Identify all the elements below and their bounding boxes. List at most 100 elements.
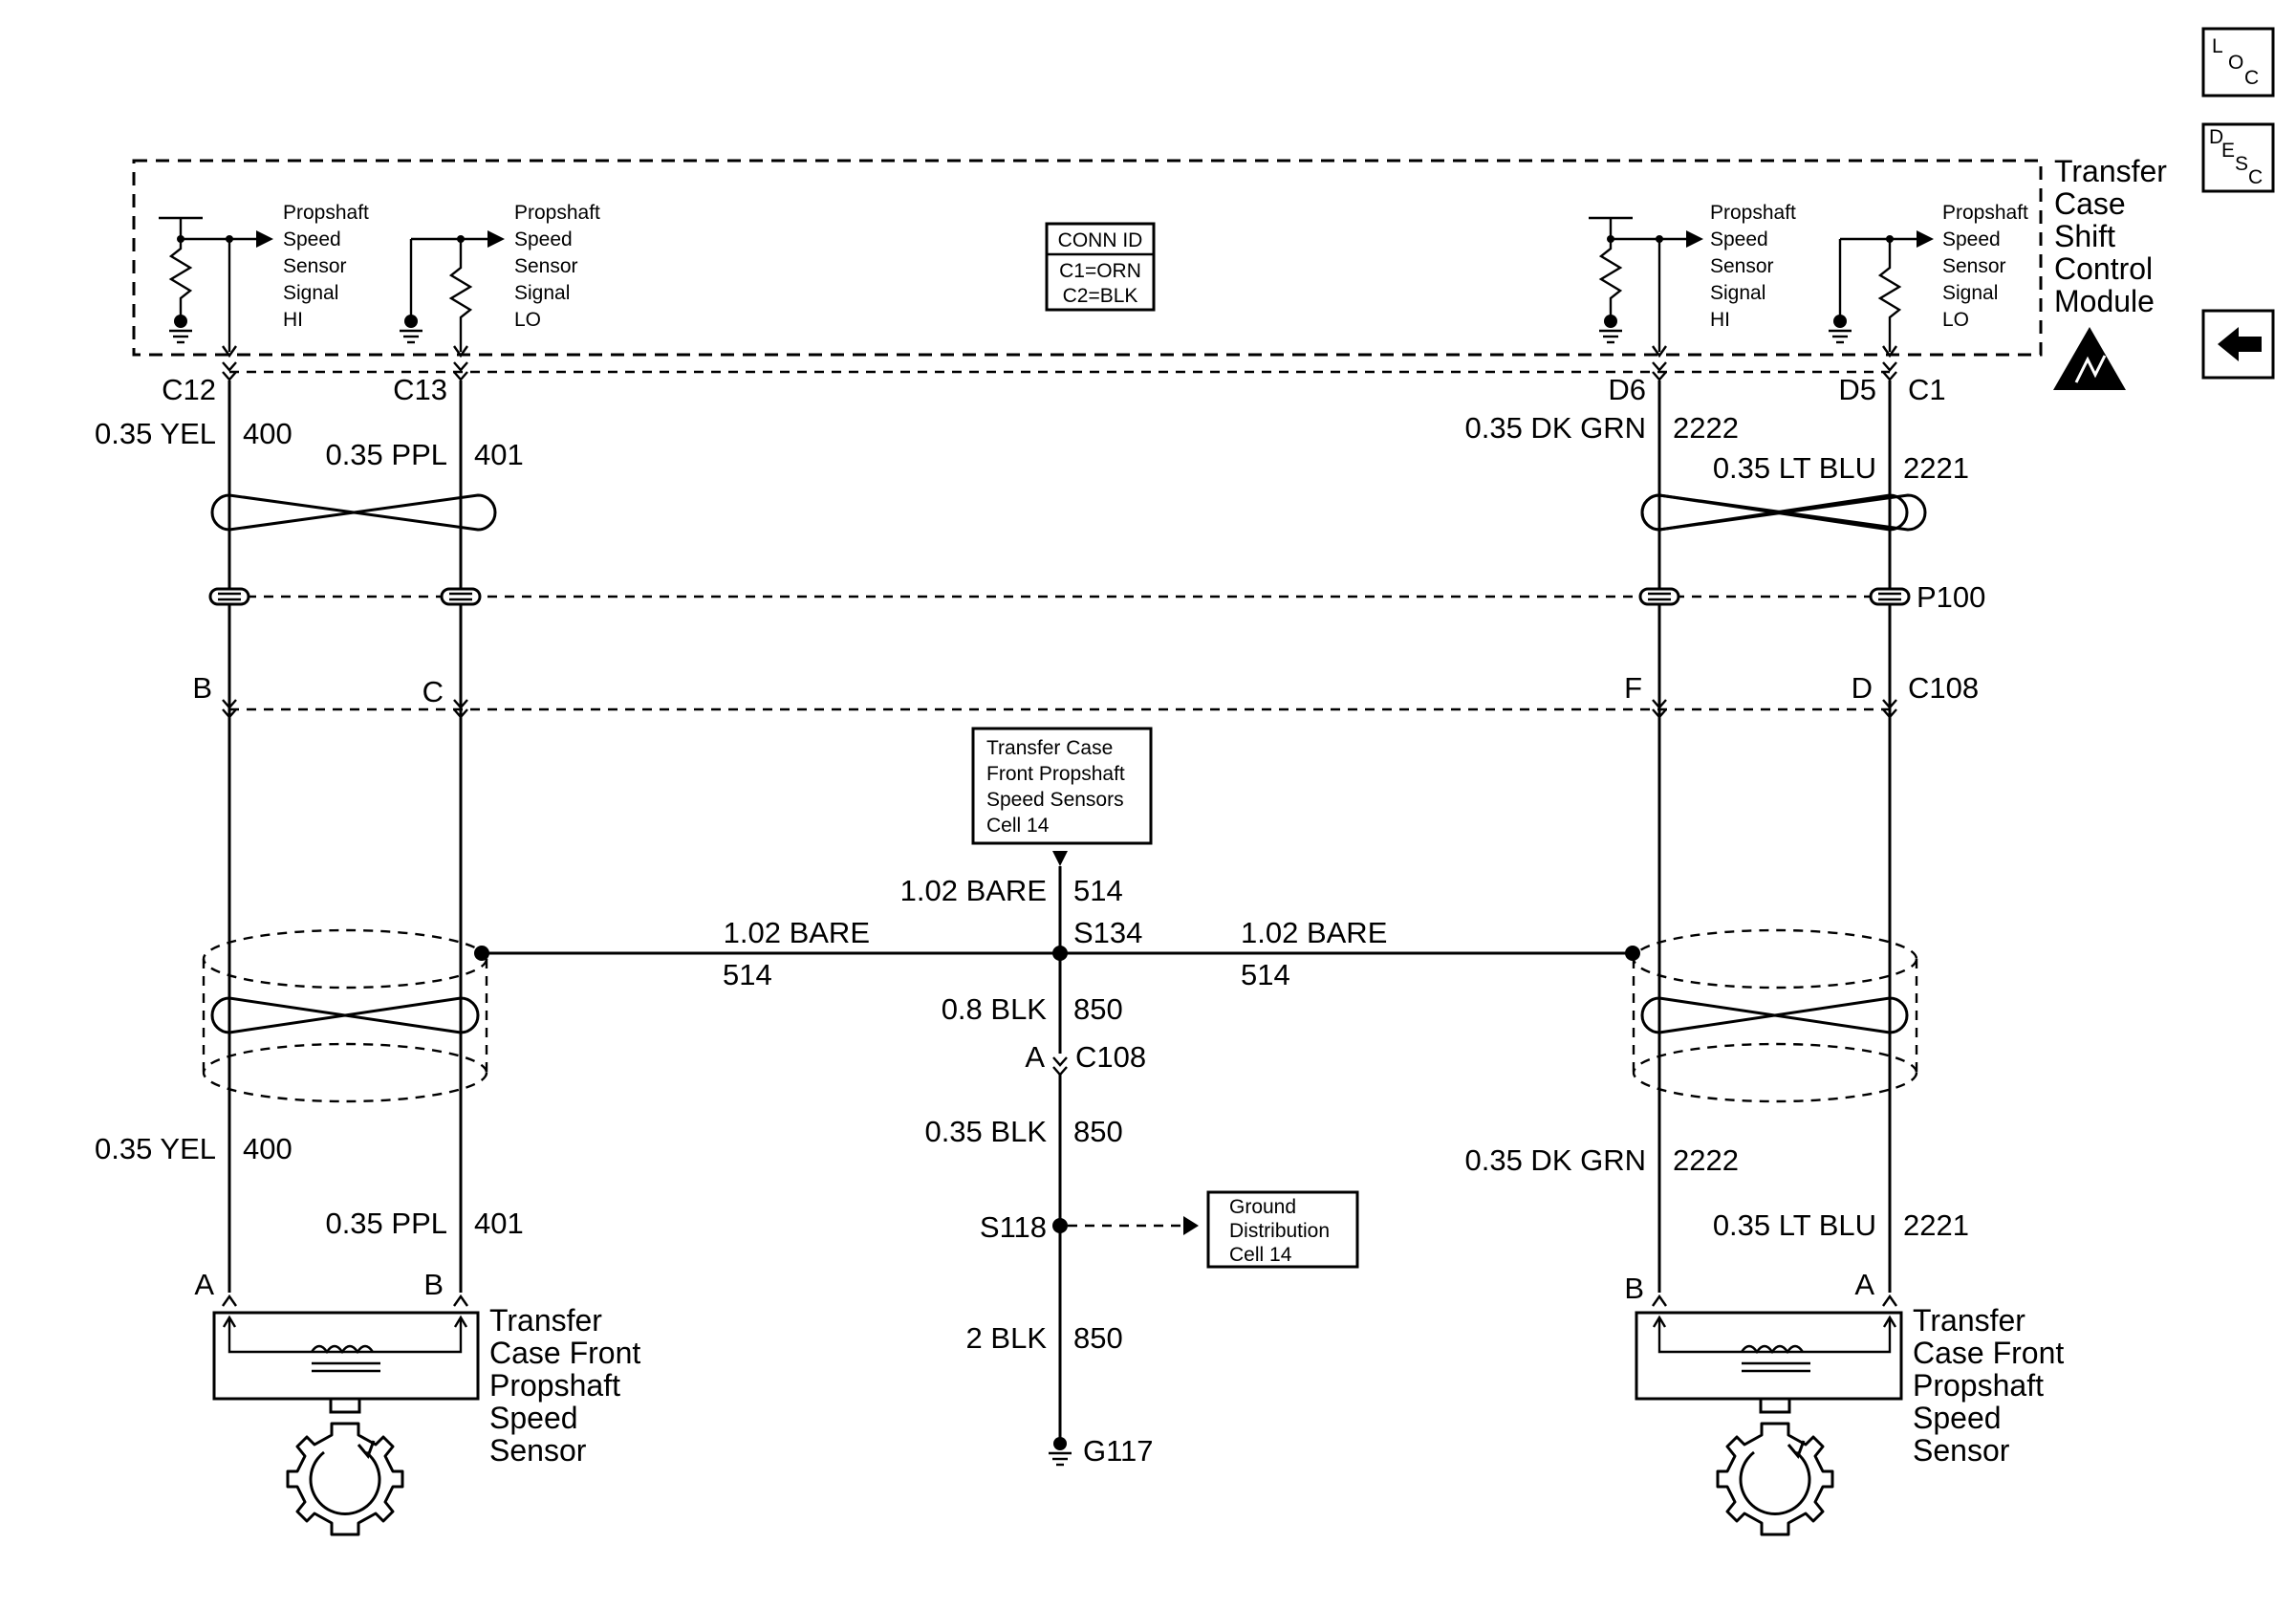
wire-ppl-gauge-upper: 0.35 PPL <box>325 438 447 471</box>
svg-text:HI: HI <box>1710 309 1730 331</box>
loc-icon[interactable]: L O C <box>2201 27 2275 98</box>
pin-c12: C12 <box>162 373 216 406</box>
wire-bare-right-circuit: 514 <box>1241 958 1290 991</box>
svg-text:Ground: Ground <box>1229 1196 1296 1218</box>
svg-text:LO: LO <box>514 309 541 331</box>
wire-blk2-circuit: 850 <box>1073 1321 1123 1355</box>
svg-text:C: C <box>2248 166 2263 188</box>
svg-text:Speed Sensors: Speed Sensors <box>986 789 1124 811</box>
wire-yel-gauge-lower: 0.35 YEL <box>95 1132 216 1165</box>
module-circuit-lo-right: Propshaft Speed Sensor Signal LO <box>1827 202 2028 358</box>
wire-bare-vert-gauge: 1.02 BARE <box>900 874 1047 907</box>
svg-text:Cell 14: Cell 14 <box>986 815 1050 837</box>
sensor-left-label: Transfer Case Front Propshaft Speed Sens… <box>489 1303 640 1468</box>
pin-c-top: C <box>422 675 444 708</box>
wire-ltblu-gauge-lower: 0.35 LT BLU <box>1713 1208 1876 1242</box>
wire-ltblu-circuit-upper: 2221 <box>1903 451 1969 485</box>
svg-text:E: E <box>2221 140 2235 162</box>
speed-sensor-left <box>212 1311 480 1536</box>
reference-arrow <box>1052 851 1068 866</box>
shield-right <box>1632 928 1918 1103</box>
sensor-reference-box[interactable]: Transfer Case Front Propshaft Speed Sens… <box>971 727 1153 845</box>
wire-blk08-circuit: 850 <box>1073 992 1123 1026</box>
pin-d-top: D <box>1852 671 1873 705</box>
svg-text:Signal: Signal <box>1942 282 1998 304</box>
pin-a-right: A <box>1854 1268 1874 1301</box>
sensor-left-pin-a <box>221 1295 238 1308</box>
svg-text:Propshaft: Propshaft <box>514 202 600 224</box>
wire-bare-vert-circuit: 514 <box>1073 874 1123 907</box>
pin-b-left: B <box>423 1268 444 1301</box>
svg-text:Sensor: Sensor <box>1942 255 2006 277</box>
sensor-right-pin-a <box>1881 1295 1898 1308</box>
svg-text:L: L <box>2212 35 2223 57</box>
pin-c1: C1 <box>1908 373 1946 406</box>
shield-junction-right <box>1625 946 1640 961</box>
svg-text:Signal: Signal <box>1710 282 1765 304</box>
svg-text:Speed: Speed <box>1913 1401 2002 1435</box>
splice-s118: S118 <box>980 1210 1047 1244</box>
svg-text:Transfer: Transfer <box>1913 1303 2025 1338</box>
pin-f-top: F <box>1624 671 1642 705</box>
wire-yel-gauge-upper: 0.35 YEL <box>95 417 216 450</box>
back-arrow-icon[interactable] <box>2201 309 2275 380</box>
svg-text:LO: LO <box>1942 309 1969 331</box>
splice-s134: S134 <box>1073 916 1142 949</box>
svg-text:C: C <box>2244 67 2259 89</box>
wire-blk2-gauge: 2 BLK <box>966 1321 1048 1355</box>
wire-dkgrn-circuit-upper: 2222 <box>1673 411 1739 445</box>
desc-icon[interactable]: D E S C <box>2201 122 2275 193</box>
pin-c108-mid: C108 <box>1075 1040 1146 1074</box>
svg-text:Speed: Speed <box>489 1401 578 1435</box>
wire-bare-left-gauge: 1.02 BARE <box>724 916 870 949</box>
svg-text:C1=ORN: C1=ORN <box>1059 260 1141 282</box>
ground-g117: G117 <box>1083 1434 1154 1468</box>
svg-text:O: O <box>2228 52 2243 74</box>
wire-bare-right-gauge: 1.02 BARE <box>1241 916 1387 949</box>
c108-mid-terminal <box>1051 1055 1069 1077</box>
ground-icon <box>1047 1451 1073 1467</box>
svg-text:D: D <box>2209 126 2223 148</box>
svg-text:Transfer: Transfer <box>2054 154 2167 188</box>
sensor-right-label: Transfer Case Front Propshaft Speed Sens… <box>1913 1303 2064 1468</box>
svg-text:Case Front: Case Front <box>1913 1336 2064 1370</box>
svg-text:Front Propshaft: Front Propshaft <box>986 763 1125 785</box>
pin-b-top: B <box>192 671 212 705</box>
ground-distribution-box[interactable]: Ground Distribution Cell 14 <box>1206 1190 1359 1269</box>
sensor-left-pin-b <box>452 1295 469 1308</box>
wire-yel-circuit-lower: 400 <box>243 1132 292 1165</box>
svg-text:Speed: Speed <box>1710 228 1768 250</box>
module-circuit-lo-left: Propshaft Speed Sensor Signal LO <box>398 202 600 358</box>
wire-dkgrn-gauge-lower: 0.35 DK GRN <box>1464 1143 1646 1177</box>
svg-text:Sensor: Sensor <box>489 1433 587 1468</box>
shield-left <box>202 928 488 1103</box>
svg-text:Case: Case <box>2054 186 2126 221</box>
svg-text:Propshaft: Propshaft <box>1913 1368 2044 1403</box>
module-circuit-hi-left: Propshaft Speed Sensor Signal HI <box>159 202 369 358</box>
svg-text:Cell 14: Cell 14 <box>1229 1244 1292 1266</box>
wire-ltblu-circuit-lower: 2221 <box>1903 1208 1969 1242</box>
pin-c13: C13 <box>393 373 447 406</box>
conn-id-box: CONN ID C1=ORN C2=BLK <box>1045 222 1156 312</box>
wire-ppl-gauge-lower: 0.35 PPL <box>325 1207 447 1240</box>
module-boundary <box>132 159 2043 357</box>
svg-text:Module: Module <box>2054 284 2155 318</box>
wire-blk08-gauge: 0.8 BLK <box>942 992 1048 1026</box>
svg-text:Case Front: Case Front <box>489 1336 640 1370</box>
speed-sensor-right <box>1635 1311 1903 1536</box>
ground-g117-dot <box>1053 1437 1067 1450</box>
wire-ppl-circuit-lower: 401 <box>474 1207 524 1240</box>
svg-text:Signal: Signal <box>514 282 570 304</box>
svg-text:S: S <box>2235 153 2248 175</box>
svg-text:Propshaft: Propshaft <box>1710 202 1796 224</box>
svg-text:HI: HI <box>283 309 303 331</box>
esd-warning-icon <box>2053 327 2126 390</box>
pin-d5: D5 <box>1838 373 1876 406</box>
svg-text:Sensor: Sensor <box>1913 1433 2010 1468</box>
reluctor-gear-left-icon <box>286 1422 404 1536</box>
svg-text:Transfer Case: Transfer Case <box>986 737 1113 759</box>
wire-dkgrn-gauge-upper: 0.35 DK GRN <box>1464 411 1646 445</box>
svg-text:Sensor: Sensor <box>283 255 347 277</box>
svg-text:Speed: Speed <box>1942 228 2001 250</box>
pin-b-right: B <box>1624 1272 1644 1305</box>
